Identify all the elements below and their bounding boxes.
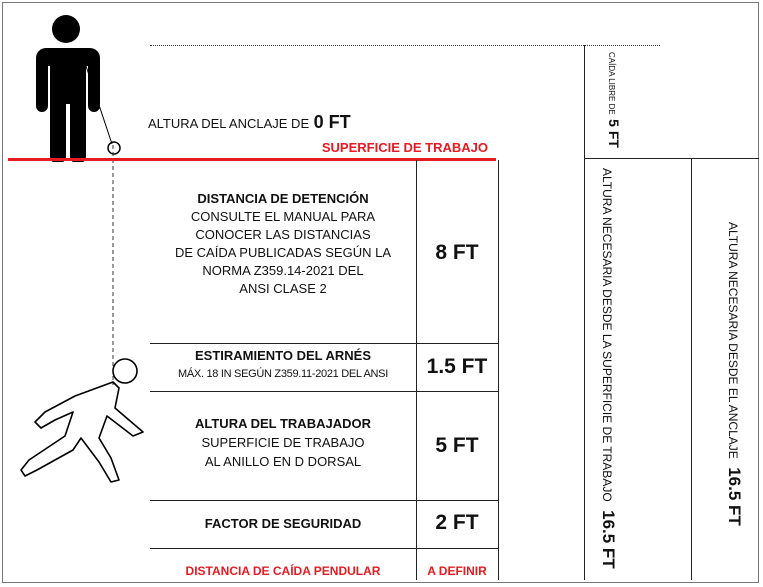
row-separator — [150, 391, 498, 392]
row-value-swing-fall: A DEFINIR — [427, 564, 487, 578]
required-anchor-value: 16.5 FT — [725, 467, 744, 526]
row-detail-line: MÁX. 18 IN SEGÚN Z359.11-2021 DEL ANSI — [178, 368, 388, 380]
row-detail-line: CONSULTE EL MANUAL PARA — [190, 209, 376, 224]
row-detail-line: NORMA Z359.14-2021 DEL — [202, 263, 364, 278]
required-height-anchor: ALTURA NECESARIA DESDE EL ANCLAJE 16.5 F… — [724, 222, 744, 526]
free-fall-label-text: CAÍDA LIBRE DE — [607, 52, 616, 115]
row-detail-line: DE CAÍDA PUBLICADAS SEGÚN LA — [174, 245, 391, 260]
required-surface-value: 16.5 FT — [599, 510, 618, 569]
row-value-worker-height: 5 FT — [435, 434, 479, 457]
table-row-detention: DISTANCIA DE DETENCIÓN CONSULTE EL MANUA… — [150, 190, 416, 298]
table-divider-right — [498, 160, 499, 580]
row-separator — [150, 343, 498, 344]
row-title: ESTIRAMIENTO DEL ARNÉS — [194, 348, 371, 363]
free-fall-divider — [584, 45, 585, 158]
required-surface-label: ALTURA NECESARIA DESDE LA SUPERFICIE DE … — [600, 168, 614, 502]
surface-divider-right — [584, 158, 759, 159]
row-detail-line: ANSI CLASE 2 — [239, 281, 327, 296]
row-title: DISTANCIA DE DETENCIÓN — [197, 191, 369, 206]
row-detail-line: CONOCER LAS DISTANCIAS — [195, 227, 371, 242]
anchor-dotted-line — [150, 45, 660, 46]
falling-worker-icon — [20, 358, 144, 483]
row-separator — [150, 500, 498, 501]
row-title: ALTURA DEL TRABAJADOR — [195, 416, 371, 431]
table-divider-values — [416, 160, 417, 580]
table-row-worker-height: ALTURA DEL TRABAJADOR SUPERFICIE DE TRAB… — [150, 414, 416, 471]
row-value-safety-factor: 2 FT — [435, 511, 479, 534]
free-fall-label: CAÍDA LIBRE DE 5 FT — [604, 52, 622, 148]
required-anchor-label: ALTURA NECESARIA DESDE EL ANCLAJE — [726, 222, 740, 459]
surface-column-divider — [584, 158, 585, 580]
work-surface-label: SUPERFICIE DE TRABAJO — [321, 140, 488, 155]
standing-worker-icon — [36, 15, 121, 162]
table-row-harness: ESTIRAMIENTO DEL ARNÉS MÁX. 18 IN SEGÚN … — [140, 347, 426, 383]
row-value-harness: 1.5 FT — [426, 355, 488, 378]
row-title-safety-factor: FACTOR DE SEGURIDAD — [204, 516, 362, 531]
row-title-swing-fall: DISTANCIA DE CAÍDA PENDULAR — [185, 564, 381, 578]
anchor-value: 0 FT — [313, 112, 351, 132]
anchor-height-label: ALTURA DEL ANCLAJE DE 0 FT — [148, 112, 351, 133]
row-separator — [150, 548, 498, 549]
required-height-surface: ALTURA NECESARIA DESDE LA SUPERFICIE DE … — [598, 168, 618, 569]
row-detail-line: AL ANILLO EN D DORSAL — [204, 454, 362, 469]
free-fall-value: 5 FT — [606, 119, 622, 148]
anchor-label-text: ALTURA DEL ANCLAJE DE — [148, 116, 310, 131]
anchor-column-divider — [691, 158, 692, 580]
work-surface-line — [8, 158, 496, 161]
row-value-detention: 8 FT — [435, 241, 479, 264]
row-detail-line: SUPERFICIE DE TRABAJO — [201, 435, 365, 450]
lanyard-dashed-line — [112, 145, 114, 385]
